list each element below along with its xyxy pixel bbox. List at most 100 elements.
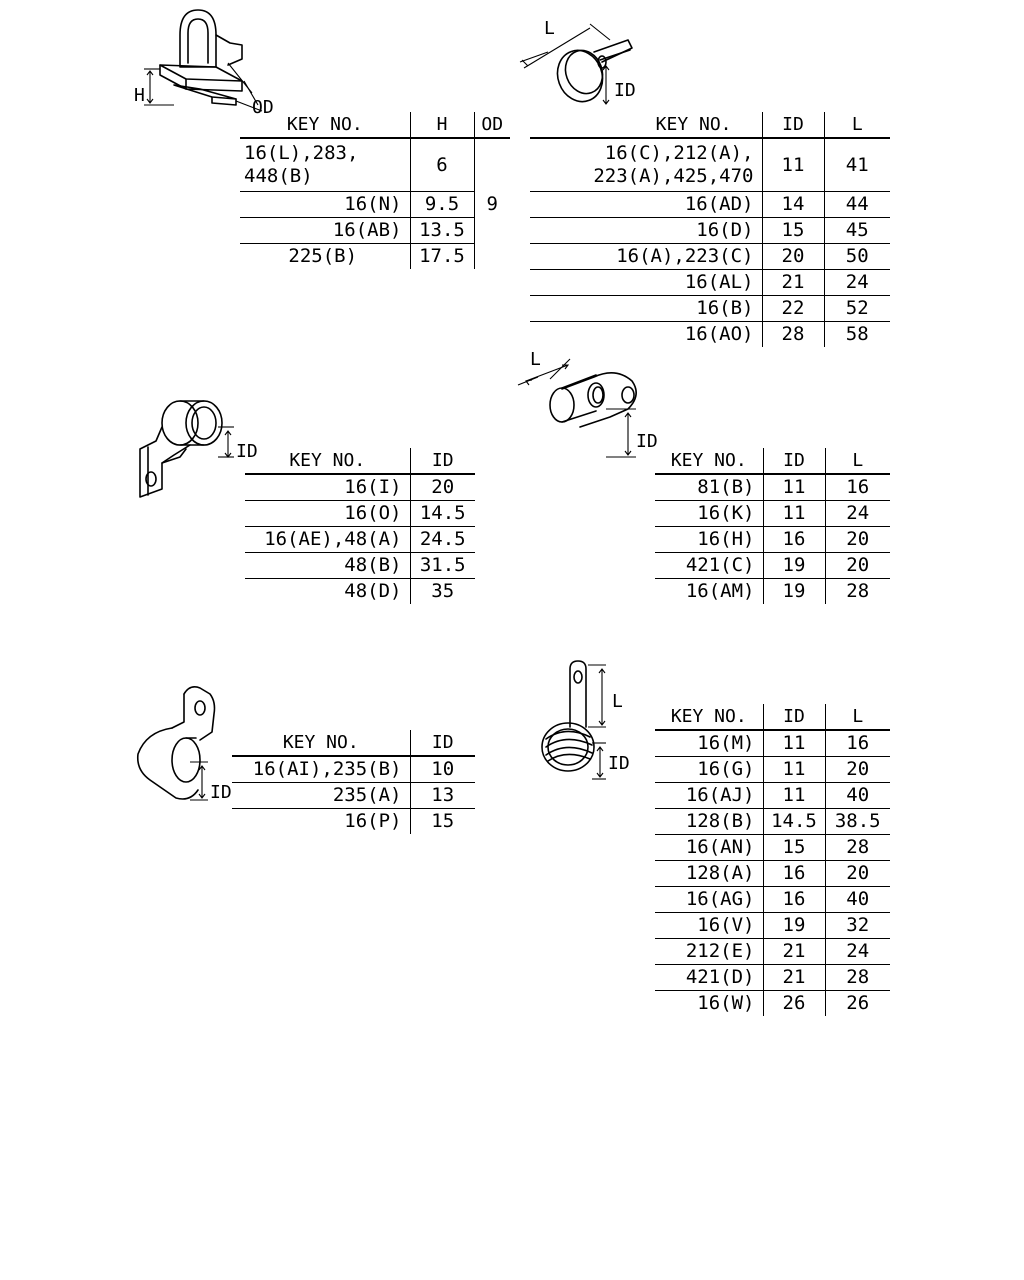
table-row: KEY NO. ID: [245, 448, 475, 475]
cell-l: 20: [824, 860, 890, 887]
cell-key: 128(B): [655, 808, 763, 835]
cell-key: 16(N): [240, 191, 410, 218]
cell-key: 48(B): [245, 552, 410, 579]
cell-key: 16(O): [245, 500, 410, 527]
table-row: 16(P) 15: [232, 808, 475, 834]
cell-l: 32: [824, 912, 890, 939]
cell-key: 16(AI),235(B): [232, 756, 410, 783]
cell-l: 16: [824, 474, 890, 501]
cell-key: 421(C): [655, 552, 763, 579]
cell-key: 16(AG): [655, 886, 763, 913]
cell-id: 19: [762, 552, 825, 579]
cell-key: 16(I): [245, 474, 410, 501]
table-row: KEY NO. ID L: [655, 704, 890, 731]
cell-key: 212(E): [655, 938, 763, 965]
cell-key: 16(B): [530, 295, 762, 322]
cell-l: 20: [824, 526, 890, 553]
cell-key: 16(P): [344, 810, 402, 832]
cell-l: 38.5: [824, 808, 890, 835]
cell-key: 16(H): [655, 526, 763, 553]
table-row: 16(B) 22 52: [530, 295, 890, 322]
cell-id: 21: [762, 938, 825, 965]
cell-key: 16(L),283, 448(B): [240, 138, 410, 192]
header-id: ID: [409, 730, 475, 757]
cell-key: 16(AB): [240, 217, 410, 244]
cell-od: 9: [473, 138, 510, 269]
clip-1-dim-h: H: [134, 85, 145, 106]
clip-6-drawing: L ID: [541, 660, 630, 780]
cell-id: 31.5: [409, 552, 475, 579]
cell-id: 11: [762, 756, 825, 783]
cell-id: 15: [761, 217, 824, 244]
table-row: 16(H) 16 20: [655, 526, 890, 553]
cell-l: 40: [824, 782, 890, 809]
cell-id: 19: [762, 912, 825, 939]
cell-key: 128(A): [655, 860, 763, 887]
table-row: 16(AG) 16 40: [655, 886, 890, 913]
header-l: L: [823, 112, 890, 139]
header-key-no: KEY NO.: [232, 730, 410, 757]
cell-l: 52: [823, 295, 890, 322]
clip-6-dim-l: L: [612, 691, 623, 712]
cell-key: 81(B): [655, 474, 763, 501]
cell-key: 16(A),223(C): [530, 243, 762, 270]
clip-5-drawing: ID: [136, 686, 232, 803]
table-row: 16(L),283, 448(B) 6 9: [240, 138, 510, 269]
table-row: 128(A) 16 20: [655, 860, 890, 887]
cell-key: 225(B): [288, 245, 358, 267]
table-row: 16(AE),48(A) 24.5: [245, 526, 475, 553]
cell-id: 11: [762, 730, 825, 757]
clip-2-drawing: L ID: [519, 18, 636, 105]
clip-4-dim-id: ID: [636, 431, 658, 452]
clip-3-drawing: ID: [139, 400, 258, 498]
header-id: ID: [762, 704, 825, 731]
cell-h: 9.5: [409, 191, 474, 218]
table-row: 16(AJ) 11 40: [655, 782, 890, 809]
header-id: ID: [409, 448, 475, 475]
table-row: KEY NO. ID L: [530, 112, 890, 139]
cell-id: 35: [409, 578, 475, 604]
cell-key: 16(AJ): [655, 782, 763, 809]
cell-id: 20: [409, 474, 475, 501]
cell-id: 21: [762, 964, 825, 991]
cell-key: 16(G): [655, 756, 763, 783]
table-row: 16(D) 15 45: [530, 217, 890, 244]
cell-h: 6: [409, 138, 474, 192]
clip-2-dim-l: L: [544, 18, 555, 39]
cell-id: 14.5: [409, 500, 475, 527]
clip-4-drawing: L ID: [517, 349, 658, 458]
cell-l: 28: [824, 578, 890, 604]
cell-l: 24: [824, 938, 890, 965]
cell-h: 13.5: [409, 217, 474, 244]
header-l: L: [824, 704, 890, 731]
cell-id: 10: [409, 756, 475, 783]
cell-id: 14.5: [762, 808, 825, 835]
header-od: OD: [473, 112, 510, 139]
cell-key: 16(V): [655, 912, 763, 939]
table-row: 16(G) 11 20: [655, 756, 890, 783]
table-row: 16(AB) 13.5: [240, 217, 510, 244]
cell-id: 13: [409, 782, 475, 809]
cell-id: 24.5: [409, 526, 475, 553]
cell-key: 16(AL): [530, 269, 762, 296]
table-row: 421(C) 19 20: [655, 552, 890, 579]
cell-key: 16(K): [655, 500, 763, 527]
cell-l: 58: [823, 321, 890, 347]
table-row: 16(O) 14.5: [245, 500, 475, 527]
cell-id: 11: [762, 500, 825, 527]
table-row: 16(W) 26 26: [655, 990, 890, 1016]
cell-l: 40: [824, 886, 890, 913]
cell-key: 16(M): [655, 730, 763, 757]
table-row: 16(AM) 19 28: [655, 578, 890, 604]
clip-5-table: KEY NO. ID 16(AI),235(B) 10 235(A) 13 16…: [232, 730, 475, 834]
cell-id: 22: [761, 295, 824, 322]
cell-id: 26: [762, 990, 825, 1016]
header-key-no: KEY NO.: [240, 112, 410, 139]
table-row: 128(B) 14.5 38.5: [655, 808, 890, 835]
cell-l: 20: [824, 552, 890, 579]
table-row: 16(AD) 14 44: [530, 191, 890, 218]
cell-id: 11: [762, 474, 825, 501]
clip-5-dim-id: ID: [210, 782, 232, 803]
cell-key: 16(AO): [684, 323, 754, 345]
cell-key: 421(D): [655, 964, 763, 991]
